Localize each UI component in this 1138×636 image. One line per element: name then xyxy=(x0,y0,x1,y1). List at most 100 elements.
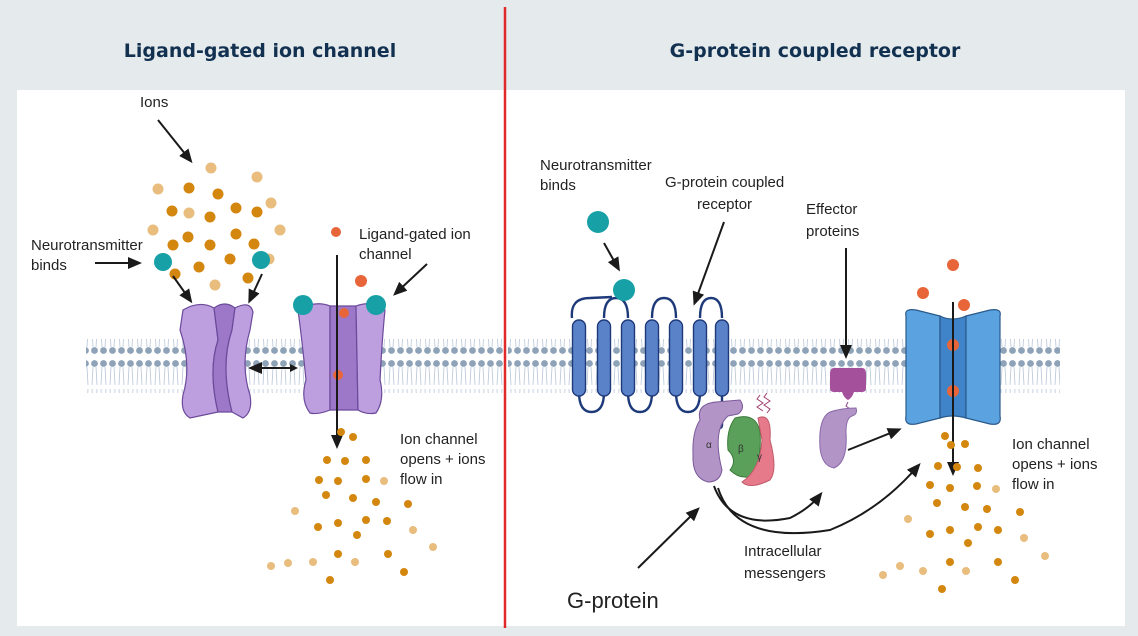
neurotransmitter xyxy=(613,279,635,301)
ion-particle xyxy=(182,231,194,243)
ion-particle xyxy=(265,197,277,209)
ion-particle xyxy=(274,224,286,236)
ion-particle xyxy=(362,516,370,524)
arrow-gpcr xyxy=(692,221,725,306)
arrow-nt-binds-right xyxy=(603,242,620,272)
ligand-ion xyxy=(331,227,341,237)
ions-flow-left xyxy=(267,428,437,584)
gpcr-loops xyxy=(570,295,724,430)
ion-particle xyxy=(992,485,1000,493)
ion-particle xyxy=(404,500,412,508)
ion-particle xyxy=(209,279,221,291)
ion-particle xyxy=(169,268,181,280)
ion-particle xyxy=(964,539,972,547)
ion-particle xyxy=(251,171,263,183)
ion-particle xyxy=(322,491,330,499)
neurotransmitter xyxy=(293,295,313,315)
label-gprotein: G-protein xyxy=(567,588,659,613)
ion-particle xyxy=(994,526,1002,534)
ion-particle xyxy=(334,550,342,558)
ion-particle xyxy=(961,440,969,448)
ligand-ion xyxy=(917,287,929,299)
arrow-nt-to-channel-1 xyxy=(172,275,193,304)
ion-particle xyxy=(212,188,224,200)
ion-particle xyxy=(384,550,392,558)
ion-particle xyxy=(152,183,164,195)
effector-protein xyxy=(819,368,866,469)
ion-particle xyxy=(230,228,242,240)
neurotransmitter xyxy=(252,251,270,269)
ion-particle xyxy=(334,477,342,485)
ion-particle xyxy=(341,457,349,465)
ion-particle xyxy=(267,562,275,570)
ion-particle xyxy=(941,432,949,440)
ion-particle xyxy=(224,253,236,265)
ion-particle xyxy=(946,484,954,492)
ion-particle xyxy=(284,559,292,567)
ion-particle xyxy=(1041,552,1049,560)
arrow-nt-to-channel-2 xyxy=(248,273,263,304)
ion-particle xyxy=(242,272,254,284)
ion-particle xyxy=(994,558,1002,566)
ion-particle xyxy=(400,568,408,576)
ion-particle xyxy=(1011,576,1019,584)
ion-particle xyxy=(933,499,941,507)
ion-particle xyxy=(326,576,334,584)
ion-particle xyxy=(193,261,205,273)
ligand-ion xyxy=(947,259,959,271)
ion-particle xyxy=(934,462,942,470)
ion-particle xyxy=(973,482,981,490)
neurotransmitter xyxy=(366,295,386,315)
neurotransmitter xyxy=(154,253,172,271)
ion-particle xyxy=(334,519,342,527)
ion-particle xyxy=(974,464,982,472)
ion-particle xyxy=(251,206,263,218)
ion-particle xyxy=(349,433,357,441)
ion-particle xyxy=(291,507,299,515)
cell-membrane-left xyxy=(86,339,504,393)
label-ions: Ions xyxy=(140,94,168,111)
ion-particle xyxy=(337,428,345,436)
ligand-ion xyxy=(339,308,349,318)
transmembrane-helix xyxy=(596,319,612,397)
ions-cluster xyxy=(147,162,286,291)
ion-particle xyxy=(962,567,970,575)
transmembrane-helix xyxy=(644,319,660,397)
ion-particle xyxy=(896,562,904,570)
arrow-lgic xyxy=(393,263,428,296)
ion-particle xyxy=(953,463,961,471)
ion-particle xyxy=(183,207,195,219)
ion-particle xyxy=(429,543,437,551)
ion-particle xyxy=(926,481,934,489)
ion-particle xyxy=(904,515,912,523)
ion-particle xyxy=(230,202,242,214)
ion-particle xyxy=(919,567,927,575)
ion-particle xyxy=(983,505,991,513)
ion-particle xyxy=(166,205,178,217)
ion-particle xyxy=(309,558,317,566)
right-title: G-protein coupled receptor xyxy=(669,40,961,62)
ion-particle xyxy=(409,526,417,534)
arrow-ions xyxy=(157,119,193,164)
ion-particle xyxy=(362,475,370,483)
ion-particle xyxy=(147,224,159,236)
ion-particle xyxy=(879,571,887,579)
ion-particle xyxy=(383,517,391,525)
gpcr-receptor xyxy=(570,295,730,430)
ion-particle xyxy=(205,162,217,174)
ion-particle xyxy=(248,238,260,250)
arrow-messenger-1 xyxy=(713,485,823,522)
gpcr-ion-channel xyxy=(905,309,1001,425)
ligand-ion xyxy=(958,299,970,311)
ligand-ion xyxy=(355,275,367,287)
ion-particle xyxy=(349,494,357,502)
arrow-effector-to-channel xyxy=(847,428,902,451)
ion-particle xyxy=(315,476,323,484)
ion-particle xyxy=(946,526,954,534)
